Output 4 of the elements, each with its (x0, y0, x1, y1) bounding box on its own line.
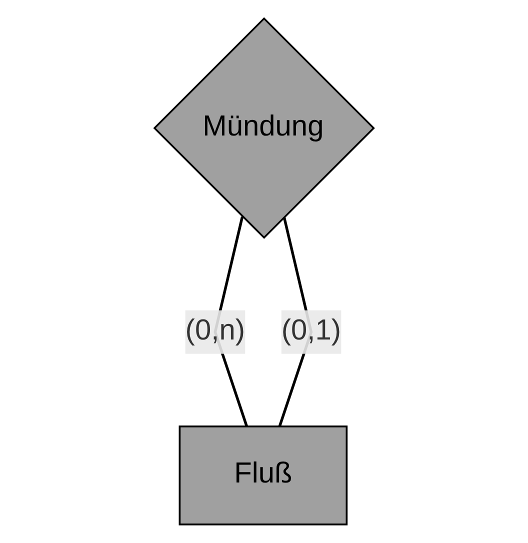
edge-label: (0,1) (281, 316, 341, 347)
node-box: Fluß (178, 426, 348, 526)
edge-label: (0,n) (185, 316, 245, 347)
node-diamond: Mündung (153, 17, 375, 239)
